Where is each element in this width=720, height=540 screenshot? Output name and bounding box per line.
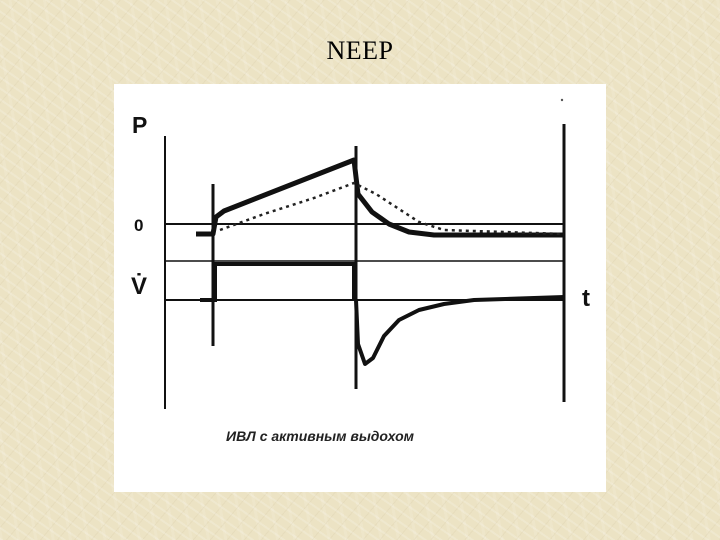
- waveform-figure: P 0 V̇ t ИВЛ с активным выдохом: [114, 84, 606, 492]
- expiratory-flow-curve: [354, 295, 565, 366]
- scan-speck: [560, 98, 564, 102]
- pressure-curve: [196, 157, 564, 238]
- waveform-diagram: P 0 V̇ t ИВЛ с активным выдохом: [131, 98, 590, 444]
- slide-title: NEEP: [326, 36, 394, 65]
- zero-label: 0: [134, 216, 143, 235]
- time-axis-label: t: [582, 285, 590, 312]
- figure-caption: ИВЛ с активным выдохом: [226, 428, 415, 444]
- alveolar-pressure-curve: [219, 181, 565, 236]
- inspiratory-flow-wave: [200, 262, 356, 302]
- pressure-axis-label: P: [132, 112, 147, 138]
- flow-axis-label: V̇: [131, 273, 147, 300]
